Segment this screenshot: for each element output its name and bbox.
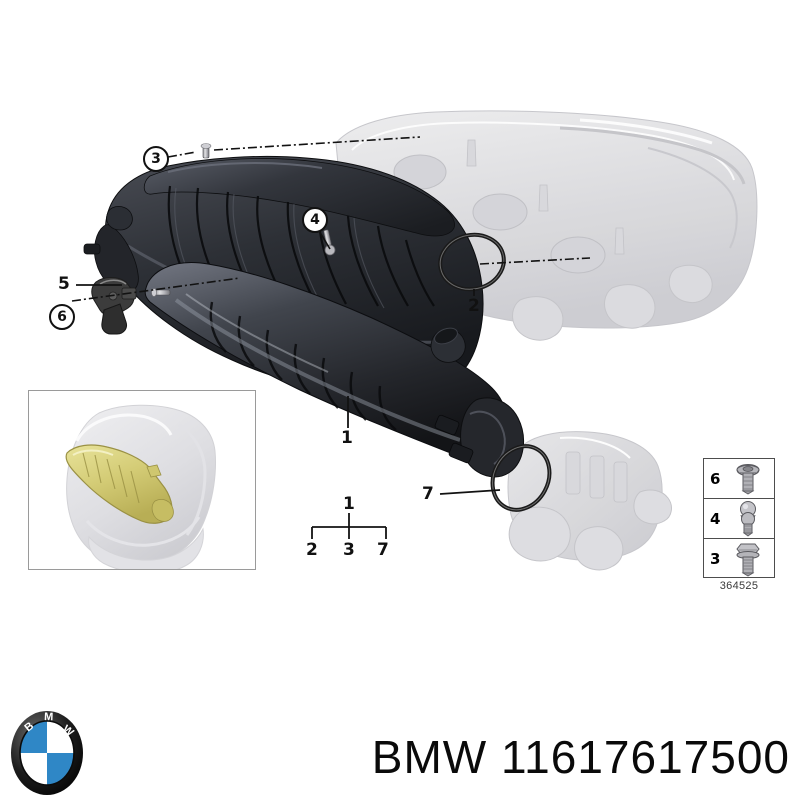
callout-7-gasket: 7: [422, 484, 434, 504]
sensor-part-5: [91, 277, 137, 335]
part-number-label: BMW 11617617500: [371, 731, 790, 783]
footer-bar: B M W BMW 11617617500: [0, 706, 800, 800]
callout-3-bolt: 3: [143, 146, 169, 172]
inset-engine-illustration: [65, 404, 216, 569]
callout-2-oring: 2: [468, 296, 480, 316]
legend-number-3: 3: [710, 550, 721, 568]
callout-6-screw: 6: [49, 304, 75, 330]
o-ring-seal-2: [438, 232, 506, 292]
ball-stud-svg: [740, 501, 756, 537]
callout-1-manifold: 1: [341, 428, 353, 448]
callout-5-sensor: 5: [58, 274, 70, 294]
legend-row-3: 3: [704, 539, 774, 579]
callout-7-group: 7: [377, 540, 389, 560]
bolt-3-on-part: [200, 143, 212, 159]
callout-3-group: 3: [343, 540, 355, 560]
ghost-throttle-body: [507, 431, 672, 571]
callout-1-group-header: 1: [343, 494, 355, 514]
hex-flange-bolt-svg: [736, 543, 760, 577]
svg-text:M: M: [44, 711, 54, 723]
legend-number-4: 4: [710, 509, 721, 528]
legend-row-6: 6: [704, 459, 774, 499]
screw-6-on-sensor: [151, 288, 171, 297]
ball-stud-4-on-part: [323, 229, 336, 256]
bmw-roundel-svg: B M W: [11, 711, 83, 795]
ball-stud-icon: [726, 499, 774, 538]
callout-4-ball-stud: 4: [302, 207, 328, 233]
legend-number-6: 6: [710, 469, 721, 488]
intake-manifold-part: [83, 155, 525, 478]
engine-location-inset: [28, 390, 256, 570]
leader-lines: [71, 136, 591, 539]
button-head-screw-icon: [726, 459, 774, 498]
hex-flange-bolt-icon: [726, 539, 774, 579]
callout-2-group: 2: [306, 540, 318, 560]
throttle-gasket-7: [490, 444, 552, 512]
legend-row-4: 4: [704, 499, 774, 539]
drawing-id-label: 364525: [719, 580, 759, 592]
fastener-legend: 6 4: [703, 458, 775, 578]
button-head-screw-svg: [736, 464, 760, 495]
bmw-roundel-logo: B M W: [10, 710, 84, 796]
